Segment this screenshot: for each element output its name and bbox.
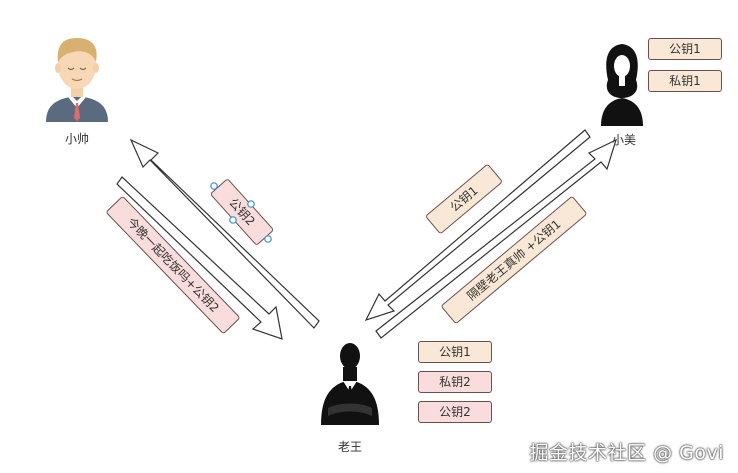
xiaoshuai-avatar [46, 38, 108, 122]
laowang-private-key-2: 私钥2 [418, 371, 492, 393]
label-xiaomei: 小美 [611, 133, 636, 147]
laowang-avatar [321, 343, 379, 425]
xiaomei-public-key-1: 公钥1 [648, 38, 722, 60]
label-xiaoshuai: 小帅 [64, 132, 89, 146]
arrow-xiaoshuai-to-laowang [116, 176, 283, 340]
laowang-public-key-2: 公钥2 [418, 401, 492, 423]
arrow-xiaomei-to-laowang [364, 129, 591, 322]
watermark: 掘金技术社区 @ Govi [529, 442, 724, 464]
xiaomei-private-key-1: 私钥1 [648, 70, 722, 92]
label-laowang: 老王 [337, 440, 362, 454]
arrow-laowang-to-xiaomei [375, 138, 617, 339]
xiaomei-avatar [601, 44, 643, 126]
laowang-public-key-1: 公钥1 [418, 341, 492, 363]
arrow-laowang-to-xiaoshuai [129, 138, 320, 329]
